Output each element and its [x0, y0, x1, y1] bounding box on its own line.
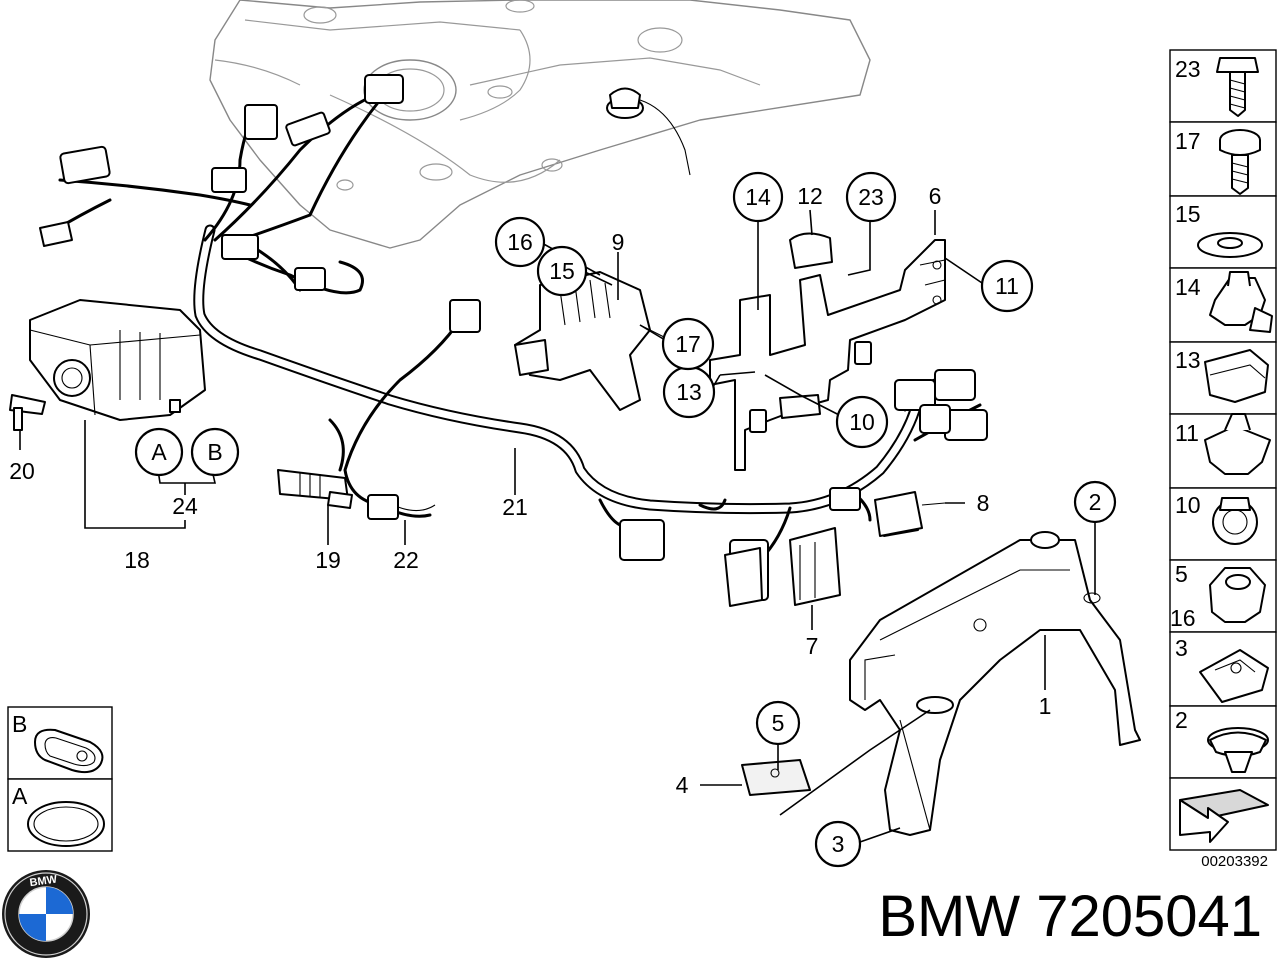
fastener-label-11: 11: [1175, 420, 1199, 446]
callout-A-circle: [134, 427, 184, 477]
rivet-2-icon: [1207, 727, 1269, 773]
fastener-column: 23 17 15 14 13 11 10 5 16 3 2: [1169, 49, 1277, 851]
callout-15-circle: [536, 245, 588, 297]
callouts-circled: 2 3 5 10 11 13 14 15 16 17 23 A B: [134, 171, 1117, 868]
callout-23: 23: [858, 184, 884, 210]
fastener-label-2: 2: [1175, 707, 1188, 733]
callout-2-circle: [1073, 480, 1117, 524]
callout-22: 22: [393, 547, 419, 573]
module-9-drawing: [514, 271, 671, 411]
washer-15-icon: [1197, 232, 1263, 258]
clip-14-icon: [1209, 271, 1273, 333]
callout-20: 20: [9, 458, 35, 484]
fastener-label-10: 10: [1175, 492, 1201, 518]
callout-5-circle: [755, 700, 801, 746]
gasket-legend: B A: [7, 706, 113, 852]
fastener-label-14: 14: [1175, 274, 1201, 300]
bmw-logo-text: BMW: [29, 873, 59, 889]
callout-21: 21: [502, 494, 528, 520]
bmw-logo: BMW: [2, 870, 90, 958]
pad-4-drawing: [741, 759, 811, 796]
fastener-label-17: 17: [1175, 128, 1201, 154]
callout-3: 3: [832, 831, 845, 857]
callout-10-circle: [835, 395, 889, 449]
callout-12: 12: [797, 183, 823, 209]
pad-4-hole: [770, 768, 780, 778]
callout-4: 4: [676, 772, 689, 798]
callout-15: 15: [549, 258, 575, 284]
callout-17: 17: [675, 331, 701, 357]
fastener-label-23: 23: [1175, 56, 1201, 82]
callout-11: 11: [995, 273, 1019, 299]
callout-16-circle: [494, 216, 546, 268]
callout-B-circle: [190, 427, 240, 477]
callout-16: 16: [507, 229, 533, 255]
callout-3-circle: [814, 820, 862, 868]
wiring-harness: [53, 93, 982, 562]
bolt-17-icon: [1219, 129, 1261, 195]
callout-14-circle: [732, 171, 784, 223]
nut-11-icon: [1204, 413, 1271, 475]
callout-14: 14: [745, 184, 771, 210]
callout-23-circle: [845, 171, 897, 223]
gasket-b-icon: [34, 728, 104, 774]
gasket-label-a: A: [12, 783, 28, 809]
hex-nut-5-icon: [1209, 567, 1266, 623]
gasket-a-icon: [27, 801, 105, 847]
callout-7: 7: [806, 633, 819, 659]
callout-18: 18: [124, 547, 150, 573]
callouts-plain: 1 4 6 7 8 9 12 18 19 20 21 22 24: [9, 183, 1051, 798]
callout-9: 9: [612, 229, 625, 255]
callout-2: 2: [1089, 489, 1102, 515]
support-bracket-1-drawing: [849, 531, 1141, 836]
speed-nut-3-icon: [1199, 649, 1269, 703]
fastener-label-16: 16: [1170, 605, 1196, 631]
fastener-label-3: 3: [1175, 635, 1188, 661]
fastener-label-15: 15: [1175, 201, 1201, 227]
part-number-label: BMW 7205041: [878, 884, 1262, 949]
module-18-drawing: [9, 299, 206, 431]
sensor-19-drawing: [277, 469, 353, 509]
callout-24: 24: [172, 493, 198, 519]
document-number: 00203392: [1201, 853, 1268, 870]
cable-clip-10-icon: [1212, 497, 1258, 545]
fastener-label-13: 13: [1175, 347, 1201, 373]
callout-5: 5: [772, 710, 785, 736]
callout-19: 19: [315, 547, 341, 573]
callout-17-circle: [661, 317, 715, 371]
callout-B: B: [207, 439, 222, 465]
fastener-label-5: 5: [1175, 561, 1188, 587]
sensor-8-drawing: [874, 491, 946, 537]
direction-arrow-icon: [1179, 789, 1269, 843]
callout-A: A: [151, 439, 167, 465]
bolt-23-icon: [1216, 57, 1259, 117]
callout-13: 13: [676, 379, 702, 405]
callout-8: 8: [977, 490, 990, 516]
callout-10: 10: [849, 409, 875, 435]
connector-7-drawing: [724, 527, 841, 607]
callout-1: 1: [1039, 693, 1052, 719]
callout-6: 6: [929, 183, 942, 209]
callout-11-circle: [980, 259, 1034, 313]
connector-22-drawing: [367, 494, 436, 520]
clip-13-icon: [1204, 349, 1269, 403]
bracket-6-drawing: [709, 232, 946, 471]
leader-lines: [19, 209, 1096, 843]
gasket-label-b: B: [12, 711, 27, 737]
